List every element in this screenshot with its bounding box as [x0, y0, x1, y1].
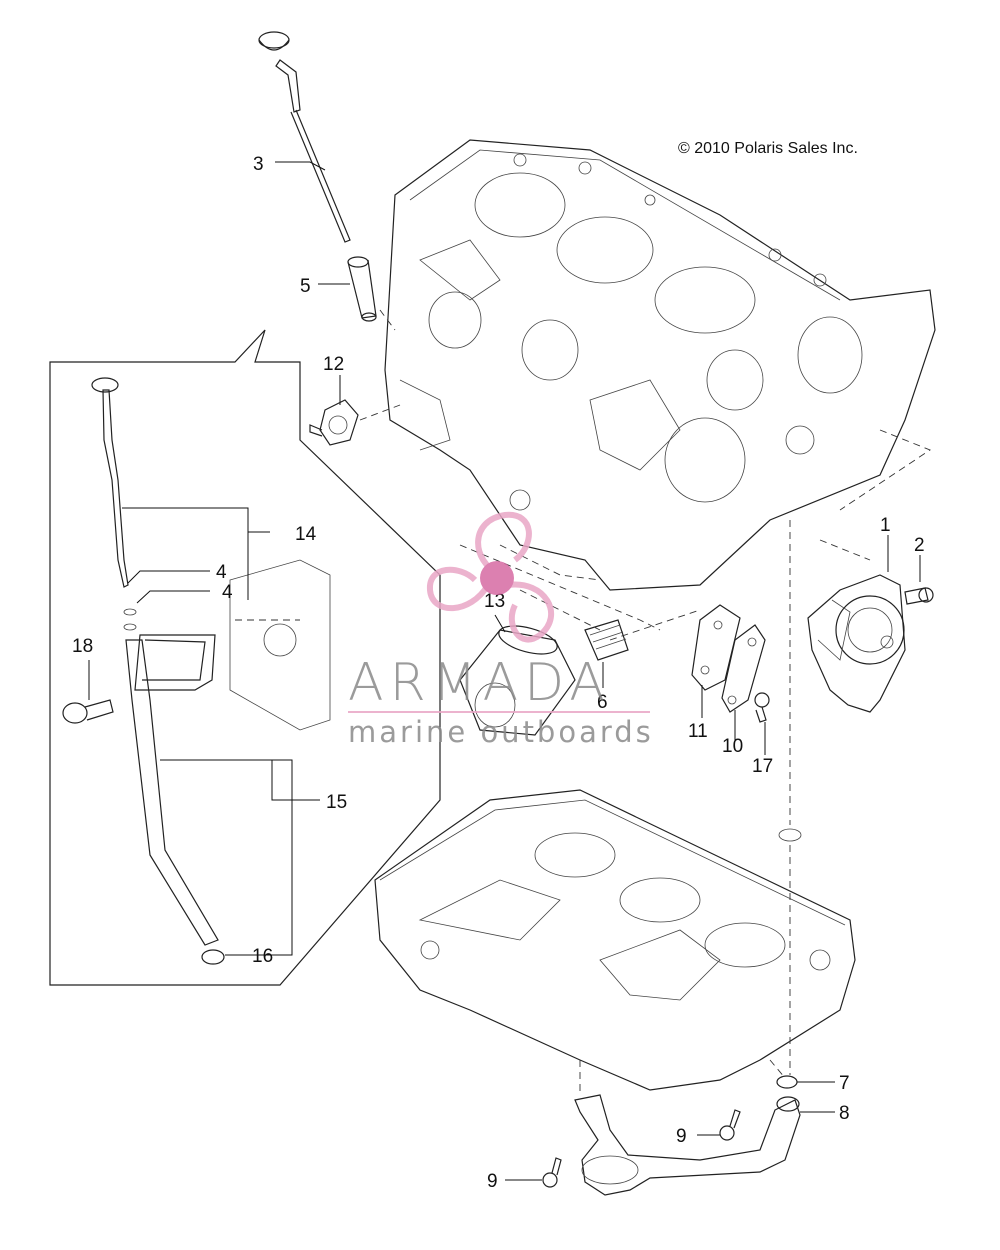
oil-pressure-switch: [309, 399, 359, 446]
callout-16: 16: [252, 946, 273, 967]
oil-strainer: [574, 1094, 801, 1196]
oil-filter: [459, 625, 576, 736]
callout-7: 7: [839, 1073, 850, 1094]
copyright-text: © 2010 Polaris Sales Inc.: [678, 140, 858, 157]
assembly-lines: [235, 309, 931, 1095]
plate-bolt: [754, 692, 770, 723]
callout-14: 14: [295, 524, 317, 545]
pump-gasket: [691, 604, 741, 691]
callout-17: 17: [752, 756, 773, 777]
propeller-logo: [427, 511, 554, 643]
callout-12: 12: [323, 354, 344, 375]
callout-3: 3: [253, 154, 264, 175]
armada-watermark: ARMADA marine outboards: [348, 511, 654, 749]
callout-8: 8: [839, 1103, 850, 1124]
callout-2: 2: [914, 535, 925, 556]
upper-cylinder-block: [384, 139, 936, 591]
callout-1: 1: [880, 515, 891, 536]
watermark-subtitle: marine outboards: [348, 715, 654, 749]
callout-11: 11: [688, 721, 708, 742]
callout-6: 6: [597, 692, 608, 713]
strainer-bolt-lower: [542, 1157, 562, 1188]
callout-4-upper: 4: [216, 562, 227, 583]
callout-10: 10: [722, 736, 743, 757]
strainer-o-ring: [776, 1075, 798, 1089]
callout-18: 18: [72, 636, 93, 657]
lower-crankcase: [374, 789, 856, 1091]
watermark-title: ARMADA: [348, 653, 611, 713]
oil-pump: [807, 574, 906, 713]
callout-labels: 3 5 12 14 4 4 18 15 16 1 2 13 6 11 10 17…: [72, 154, 925, 1192]
callout-9-lower: 9: [487, 1171, 498, 1192]
inset-detail-box: [49, 329, 441, 986]
callout-9-upper: 9: [676, 1126, 687, 1147]
strainer-bolt-upper: [719, 1109, 741, 1141]
dipstick: [258, 31, 351, 243]
callout-5: 5: [300, 276, 311, 297]
pump-plate: [721, 624, 766, 713]
callout-4-lower: 4: [222, 582, 233, 603]
dipstick-tube-seal: [347, 256, 377, 322]
filter-fitting: [584, 619, 629, 661]
leader-lines: [88, 161, 921, 1181]
callout-15: 15: [326, 792, 347, 813]
callout-13: 13: [484, 591, 505, 612]
pump-bolt: [904, 587, 934, 605]
